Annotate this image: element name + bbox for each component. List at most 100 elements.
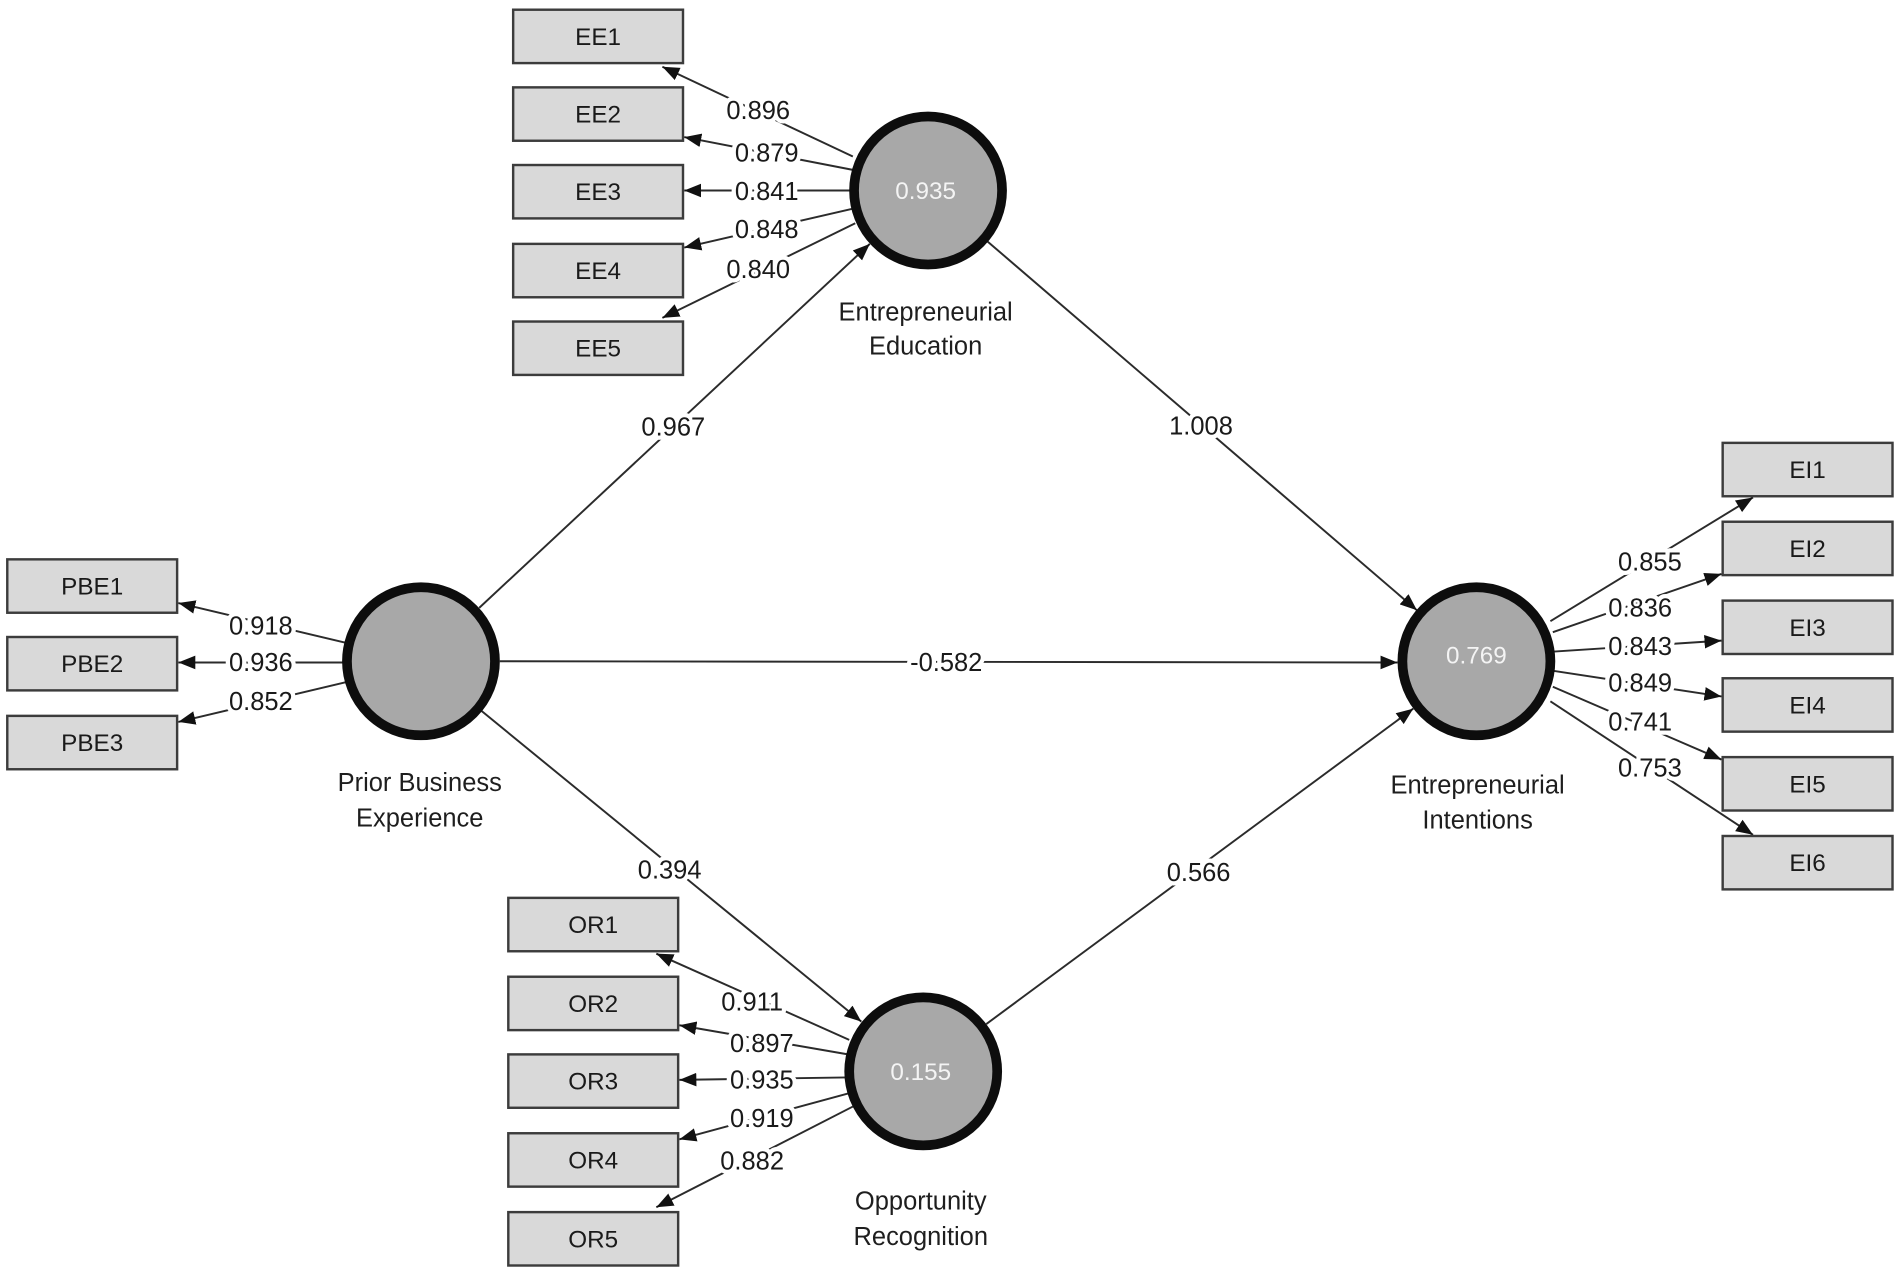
indicator-box: [1721, 441, 1894, 498]
loadings-pbe: 0.918 0.936 0.852: [225, 608, 297, 720]
loading-arrow-ei5: [1552, 685, 1722, 761]
loading-ee5: 0.840: [726, 256, 790, 284]
indicator-label: EE2: [575, 102, 621, 129]
construct-circle: [1397, 582, 1556, 741]
indicator-box: [6, 558, 179, 614]
construct-circle: [844, 992, 1003, 1151]
indicator-ee1: EE1: [511, 8, 685, 65]
loading-or1: 0.911: [721, 989, 783, 1017]
indicator-or5: OR5: [507, 1210, 680, 1267]
path-or-to-ei: [985, 707, 1414, 1025]
indicator-label: PBE2: [61, 651, 123, 678]
loading-arrow-ee1: [661, 65, 854, 158]
construct-prior-business-experience: Prior Business Experience: [338, 582, 502, 832]
construct-name-line1: Opportunity: [855, 1188, 987, 1216]
indicator-label: EI2: [1789, 536, 1825, 563]
indicator-label: OR4: [568, 1147, 618, 1174]
indicator-label: EE1: [575, 24, 621, 51]
construct-name-line2: Intentions: [1422, 807, 1532, 835]
indicator-box: [507, 1053, 680, 1109]
indicator-or3: OR3: [507, 1053, 680, 1109]
indicator-ei2: EI2: [1721, 520, 1894, 577]
indicator-ee2: EE2: [511, 86, 685, 142]
indicator-ee4: EE4: [511, 242, 685, 299]
indicator-label: OR2: [568, 991, 618, 1018]
indicator-box: [507, 1132, 680, 1188]
construct-r-squared: 0.155: [890, 1059, 951, 1086]
construct-opportunity-recognition: 0.155 Opportunity Recognition: [844, 992, 1003, 1251]
indicator-pbe1: PBE1: [6, 558, 179, 614]
indicator-label: EE3: [575, 179, 621, 206]
indicator-label: EI5: [1789, 771, 1825, 798]
loading-ei4: 0.849: [1608, 670, 1672, 698]
indicator-box: [511, 86, 685, 142]
indicator-box: [511, 163, 685, 220]
indicator-box: [511, 242, 685, 299]
indicators-pbe: PBE1 PBE2 PBE3: [6, 558, 179, 771]
indicator-ei1: EI1: [1721, 441, 1894, 498]
indicator-label: EE5: [575, 336, 621, 363]
indicator-box: [507, 1210, 680, 1267]
loading-arrow-or2: [679, 1021, 849, 1056]
construct-name-line2: Experience: [356, 804, 483, 832]
loading-ee3: 0.841: [735, 178, 799, 206]
indicator-label: EI1: [1789, 457, 1825, 484]
indicator-box: [6, 714, 179, 771]
indicator-pbe3: PBE3: [6, 714, 179, 771]
path-coefficient-or-ei: 0.566: [1167, 859, 1231, 887]
loading-arrow-ei3: [1553, 634, 1722, 653]
loading-arrows-ei: [1549, 496, 1754, 836]
indicator-label: PBE1: [61, 574, 123, 601]
construct-name-line1: Entrepreneurial: [1391, 772, 1565, 800]
loading-ei3: 0.843: [1608, 633, 1672, 661]
indicator-label: OR5: [568, 1226, 618, 1253]
indicator-box: [511, 320, 685, 377]
loading-ee1: 0.896: [726, 97, 790, 125]
construct-r-squared: 0.769: [1446, 643, 1507, 670]
path-coefficient-pbe-or: 0.394: [638, 856, 702, 884]
loading-pbe3: 0.852: [229, 688, 293, 716]
indicator-label: OR1: [568, 912, 618, 939]
loading-or5: 0.882: [720, 1148, 784, 1176]
path-ee-to-ei: [986, 240, 1418, 612]
loading-arrow-or5: [655, 1105, 854, 1209]
indicator-ei3: EI3: [1721, 599, 1894, 656]
loadings-ei: 0.855 0.836 0.843 0.849 0.741 0.753: [1604, 544, 1686, 787]
indicator-box: [1721, 834, 1894, 891]
indicator-or1: OR1: [507, 896, 680, 953]
indicators-ee: EE1 EE2 EE3 EE4 EE5: [511, 8, 685, 377]
loading-arrows-pbe: [178, 600, 348, 725]
structural-paths: [478, 240, 1418, 1025]
indicator-box: [6, 635, 179, 692]
path-pbe-to-ei: [499, 655, 1398, 670]
indicator-box: [507, 896, 680, 953]
path-coefficient-pbe-ee: 0.967: [641, 414, 705, 442]
indicator-label: EI4: [1789, 692, 1825, 719]
path-coefficient-ee-ei: 1.008: [1169, 412, 1233, 440]
loading-ee2: 0.879: [735, 139, 799, 167]
loading-or3: 0.935: [730, 1066, 794, 1094]
indicator-label: EE4: [575, 258, 621, 285]
indicator-box: [511, 8, 685, 65]
indicator-box: [1721, 520, 1894, 577]
loading-arrow-or3: [679, 1072, 847, 1087]
indicator-label: PBE3: [61, 730, 123, 757]
construct-entrepreneurial-intentions: 0.769 Entrepreneurial Intentions: [1391, 582, 1565, 835]
indicator-or4: OR4: [507, 1132, 680, 1188]
path-pbe-to-ee: [478, 243, 871, 609]
loading-arrows-or: [655, 952, 854, 1209]
indicator-box: [507, 975, 680, 1032]
loading-arrow-ei1: [1549, 496, 1754, 623]
indicator-pbe2: PBE2: [6, 635, 179, 692]
loadings-or: 0.911 0.897 0.935 0.919 0.882: [716, 984, 798, 1179]
loading-arrow-ee2: [684, 133, 854, 171]
indicator-ei5: EI5: [1721, 755, 1894, 812]
indicator-box: [1721, 755, 1894, 812]
construct-name-line2: Education: [869, 332, 982, 360]
indicator-label: EI6: [1789, 850, 1825, 877]
loading-arrow-ee5: [661, 222, 856, 319]
construct-name-line2: Recognition: [854, 1223, 989, 1251]
construct-circle: [342, 582, 500, 741]
path-coefficients: 0.967 1.008 -0.582 0.394 0.566: [634, 408, 1238, 891]
loading-arrow-ee4: [683, 207, 854, 251]
